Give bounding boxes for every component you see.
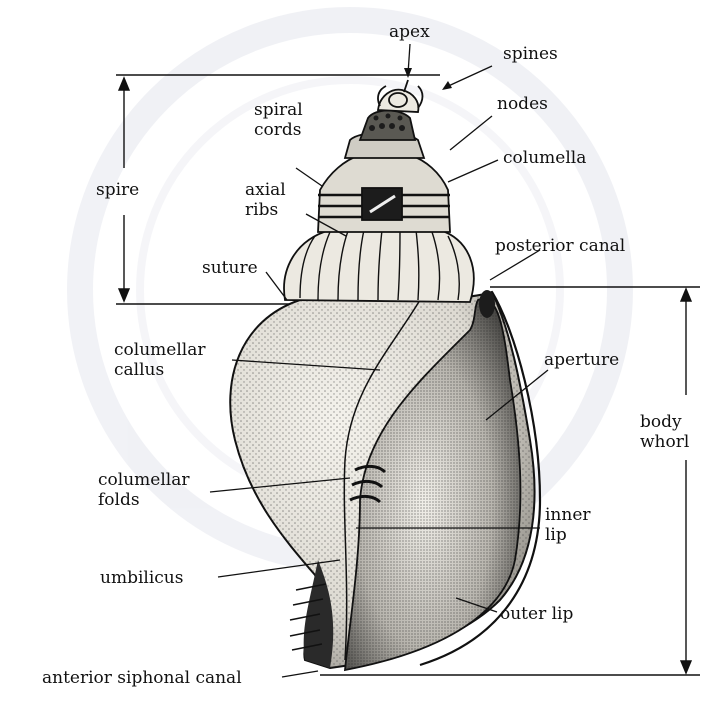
label-body-whorl-line2: whorl bbox=[640, 432, 710, 452]
label-axial-ribs-line1: axial bbox=[245, 180, 305, 200]
label-apex: apex bbox=[389, 22, 430, 42]
label-columellar-folds: columellar folds bbox=[98, 470, 218, 510]
label-columellar-callus: columellar callus bbox=[114, 340, 234, 380]
label-posterior-canal: posterior canal bbox=[495, 236, 625, 256]
label-outer-lip: outer lip bbox=[500, 604, 573, 624]
label-suture: suture bbox=[202, 258, 258, 278]
label-columellar-folds-line1: columellar bbox=[98, 470, 218, 490]
label-columellar-folds-line2: folds bbox=[98, 490, 218, 510]
label-aperture: aperture bbox=[544, 350, 619, 370]
label-spiral-cords-line2: cords bbox=[254, 120, 324, 140]
label-anterior-siphonal-canal: anterior siphonal canal bbox=[42, 668, 242, 688]
label-inner-lip-line2: lip bbox=[545, 525, 605, 545]
label-axial-ribs: axial ribs bbox=[245, 180, 305, 220]
label-spiral-cords-line1: spiral bbox=[254, 100, 324, 120]
label-body-whorl-line1: body bbox=[640, 412, 710, 432]
label-umbilicus: umbilicus bbox=[100, 568, 183, 588]
label-spines: spines bbox=[503, 44, 558, 64]
label-inner-lip: inner lip bbox=[545, 505, 605, 545]
label-columellar-callus-line2: callus bbox=[114, 360, 234, 380]
label-spire: spire bbox=[96, 180, 139, 200]
label-inner-lip-line1: inner bbox=[545, 505, 605, 525]
label-nodes: nodes bbox=[497, 94, 548, 114]
label-spiral-cords: spiral cords bbox=[254, 100, 324, 140]
label-columellar-callus-line1: columellar bbox=[114, 340, 234, 360]
label-axial-ribs-line2: ribs bbox=[245, 200, 305, 220]
label-body-whorl: body whorl bbox=[640, 412, 710, 452]
label-columella: columella bbox=[503, 148, 586, 168]
